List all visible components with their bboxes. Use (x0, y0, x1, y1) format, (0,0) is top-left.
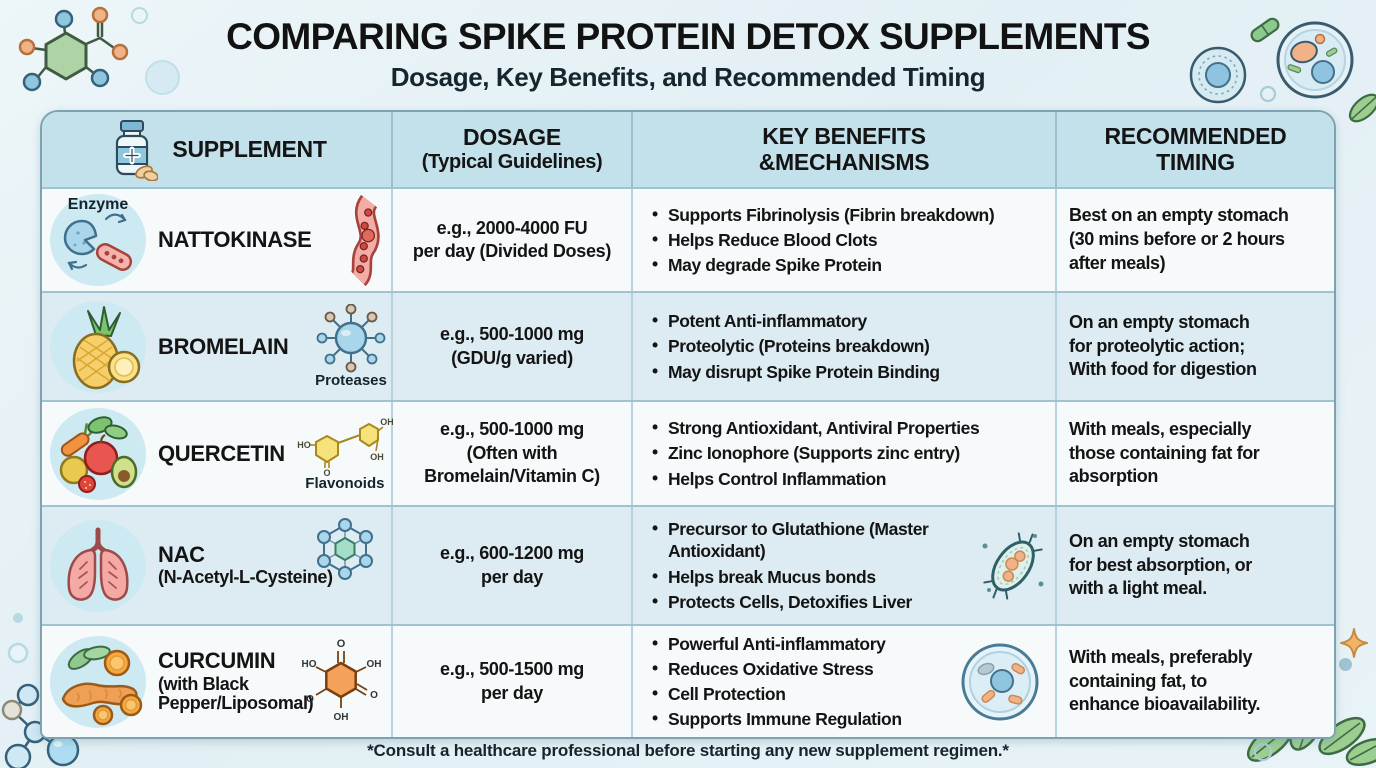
timing-cell: With meals, especially those containing … (1069, 418, 1260, 487)
comparison-table: SUPPLEMENT DOSAGE (Typical Guidelines) K… (40, 110, 1336, 739)
benefit-item: Helps break Mucus bonds (651, 564, 963, 588)
flavonoid-label: HO (297, 440, 311, 450)
turmeric-graphic (61, 645, 143, 725)
timing-cell: With meals, preferably containing fat, t… (1069, 646, 1261, 715)
dosage-cell: e.g., 600-1200 mg per day (393, 507, 633, 624)
supplement-name: NAC (158, 541, 205, 567)
header-benefits: KEY BENEFITS &MECHANISMS (633, 112, 1057, 187)
supplement-cell: NAC (N-Acetyl-L-Cysteine) (42, 507, 393, 624)
pineapple-icon (50, 300, 146, 393)
lungs-graphic (67, 527, 129, 601)
protease-block: Proteases (315, 304, 391, 389)
sparkle-icon (1340, 628, 1368, 658)
pill-bottle-icon (116, 119, 159, 181)
proteases-caption: Proteases (315, 372, 387, 389)
table-row-nac: NAC (N-Acetyl-L-Cysteine) e.g., 600-1200… (42, 505, 1334, 624)
benefit-item: Precursor to Glutathione (Master Antioxi… (651, 517, 963, 562)
benefits-cell: Precursor to Glutathione (Master Antioxi… (633, 507, 1057, 624)
benefit-item: Zinc Ionophore (Supports zinc entry) (651, 441, 979, 464)
benefit-item: Cell Protection (651, 682, 902, 705)
benefit-item: Potent Anti-inflammatory (651, 309, 940, 332)
flavonoids-caption: Flavonoids (305, 475, 385, 492)
benefits-cell: Powerful Anti-inflammatory Reduces Oxida… (633, 626, 1057, 737)
pineapple-graphic (72, 305, 141, 389)
benefit-item: Protects Cells, Detoxifies Liver (651, 590, 963, 613)
supplement-name: BROMELAIN (158, 333, 289, 359)
header-timing: RECOMMENDED TIMING (1104, 122, 1287, 175)
supplement-name: CURCUMIN (158, 647, 276, 673)
turmeric-root-icon (50, 635, 146, 728)
blood-vessel-icon (350, 194, 380, 287)
supplement-name: NATTOKINASE (158, 227, 312, 253)
curcumin-label: OH (334, 712, 349, 723)
cells-decoration-icon (1189, 17, 1376, 123)
curcumin-label: HO (302, 659, 317, 670)
enzyme-and-bacterium-icon: Enzyme (50, 194, 146, 286)
flavonoid-label: OH (380, 417, 393, 427)
molecule-hexagon-icon (317, 518, 373, 580)
benefit-item: Supports Fibrinolysis (Fibrin breakdown) (651, 203, 995, 226)
benefit-item: Supports Immune Regulation (651, 707, 902, 730)
supplement-cell: Enzyme NATTOKINASE (42, 189, 393, 291)
curcumin-label: OH (367, 659, 382, 670)
bubble-icon (145, 60, 180, 95)
header-dosage: DOSAGE (Typical Guidelines) (393, 112, 633, 187)
supplement-cell: QUERCETIN HO OH OH O Flavonoids (42, 402, 393, 505)
benefits-cell: Supports Fibrinolysis (Fibrin breakdown)… (633, 189, 1057, 291)
table-row-quercetin: QUERCETIN HO OH OH O Flavonoids (42, 400, 1334, 505)
flavonoid-label: OH (370, 452, 384, 462)
molecule-chain-decoration-icon (1, 613, 80, 768)
benefit-item: Powerful Anti-inflammatory (651, 632, 902, 655)
supplement-cell: CURCUMIN (with Black Pepper/Liposomal) O… (42, 626, 393, 737)
page-title: COMPARING SPIKE PROTEIN DETOX SUPPLEMENT… (226, 16, 1150, 57)
enzyme-caption: Enzyme (67, 196, 129, 213)
dosage-cell: e.g., 500-1000 mg (Often with Bromelain/… (393, 402, 633, 505)
header-supplement-label: SUPPLEMENT (172, 135, 327, 162)
dot-decoration (1339, 658, 1352, 671)
molecule-decoration-icon (18, 6, 129, 92)
benefit-item: Helps Reduce Blood Clots (651, 228, 994, 251)
lungs-icon (50, 519, 146, 612)
curcumin-structure-icon: O HO OH O O OH (302, 638, 382, 723)
curcumin-label: O (370, 690, 378, 701)
timing-cell: On an empty stomach for best absorption,… (1069, 530, 1252, 599)
flavonoid-label: O (323, 468, 330, 477)
enzyme-bacterium-graphic (63, 213, 133, 271)
flavonoid-structure-icon: HO OH OH O (297, 417, 393, 477)
benefits-cell: Potent Anti-inflammatory Proteolytic (Pr… (633, 293, 1057, 400)
curcumin-label: O (306, 694, 314, 705)
benefit-item: May disrupt Spike Protein Binding (651, 360, 940, 383)
table-row-curcumin: CURCUMIN (with Black Pepper/Liposomal) O… (42, 624, 1334, 737)
disclaimer-footnote: *Consult a healthcare professional befor… (367, 741, 1009, 760)
supplement-name: QUERCETIN (158, 440, 285, 466)
timing-cell: Best on an empty stomach (30 mins before… (1069, 205, 1289, 273)
header-supplement: SUPPLEMENT (42, 112, 393, 187)
dosage-cell: e.g., 2000-4000 FU per day (Divided Dose… (393, 189, 633, 291)
benefit-item: Reduces Oxidative Stress (651, 657, 902, 680)
bacterium-icon (982, 531, 1044, 600)
page-subtitle: Dosage, Key Benefits, and Recommended Ti… (390, 62, 986, 92)
supplement-subname: (with Black Pepper/Liposomal) (158, 673, 314, 714)
benefits-cell: Strong Antioxidant, Antiviral Properties… (633, 402, 1057, 505)
supplement-subname: (N-Acetyl-L-Cysteine) (158, 567, 333, 588)
bubble-icon (131, 7, 148, 24)
protease-molecule-icon (316, 304, 386, 373)
dosage-cell: e.g., 500-1000 mg (GDU/g varied) (393, 293, 633, 400)
cell-icon (961, 643, 1039, 721)
benefit-item: May degrade Spike Protein (651, 253, 994, 276)
table-header-row: SUPPLEMENT DOSAGE (Typical Guidelines) K… (42, 112, 1334, 187)
dosage-cell: e.g., 500-1500 mg per day (393, 626, 633, 737)
table-row-bromelain: BROMELAIN (42, 291, 1334, 400)
curcumin-label: O (337, 638, 346, 650)
fruits-graphic (59, 415, 138, 493)
flavonoid-block: HO OH OH O Flavonoids (297, 415, 397, 492)
table-row-nattokinase: Enzyme NATTOKINASE (42, 187, 1334, 291)
benefit-item: Proteolytic (Proteins breakdown) (651, 334, 940, 357)
fruits-vegetables-icon (50, 407, 146, 500)
supplement-cell: BROMELAIN (42, 293, 393, 400)
benefit-item: Strong Antioxidant, Antiviral Properties (651, 416, 980, 439)
benefit-item: Helps Control Inflammation (651, 467, 979, 490)
timing-cell: On an empty stomach for proteolytic acti… (1069, 311, 1257, 380)
